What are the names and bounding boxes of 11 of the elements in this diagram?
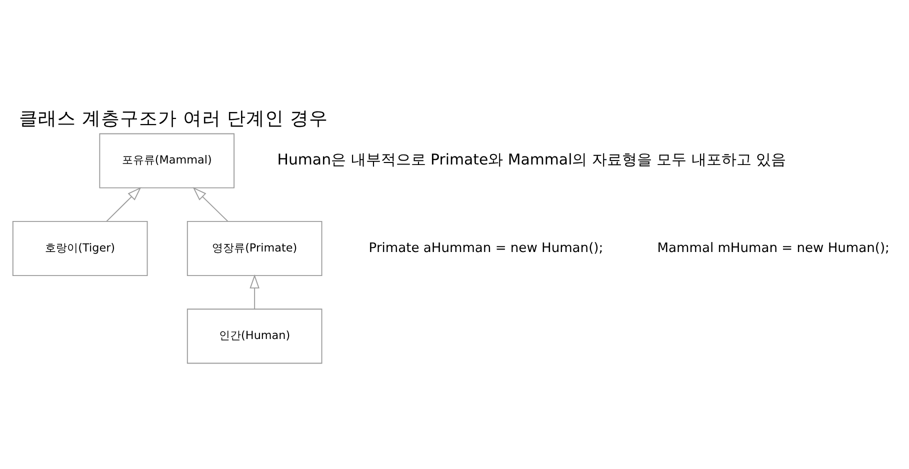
node-box: 인간(Human): [186, 308, 322, 364]
node-box: 포유류(Mammal): [99, 133, 235, 188]
label: Primate aHumman = new Human();: [368, 240, 604, 256]
label: Human은 내부적으로 Primate와 Mammal의 자료형을 모두 내포하고 있음: [277, 150, 786, 168]
diagram-title: 클래스 계층구조가 여러 단계인 경우: [19, 108, 328, 130]
node-box: 영장류(Primate): [186, 220, 322, 276]
arrow: [192, 187, 228, 222]
arrow: [106, 187, 142, 222]
arrow: [250, 274, 260, 310]
label: Mammal mHuman = new Human();: [657, 240, 890, 256]
node-box: 호랑이(Tiger): [12, 220, 148, 276]
